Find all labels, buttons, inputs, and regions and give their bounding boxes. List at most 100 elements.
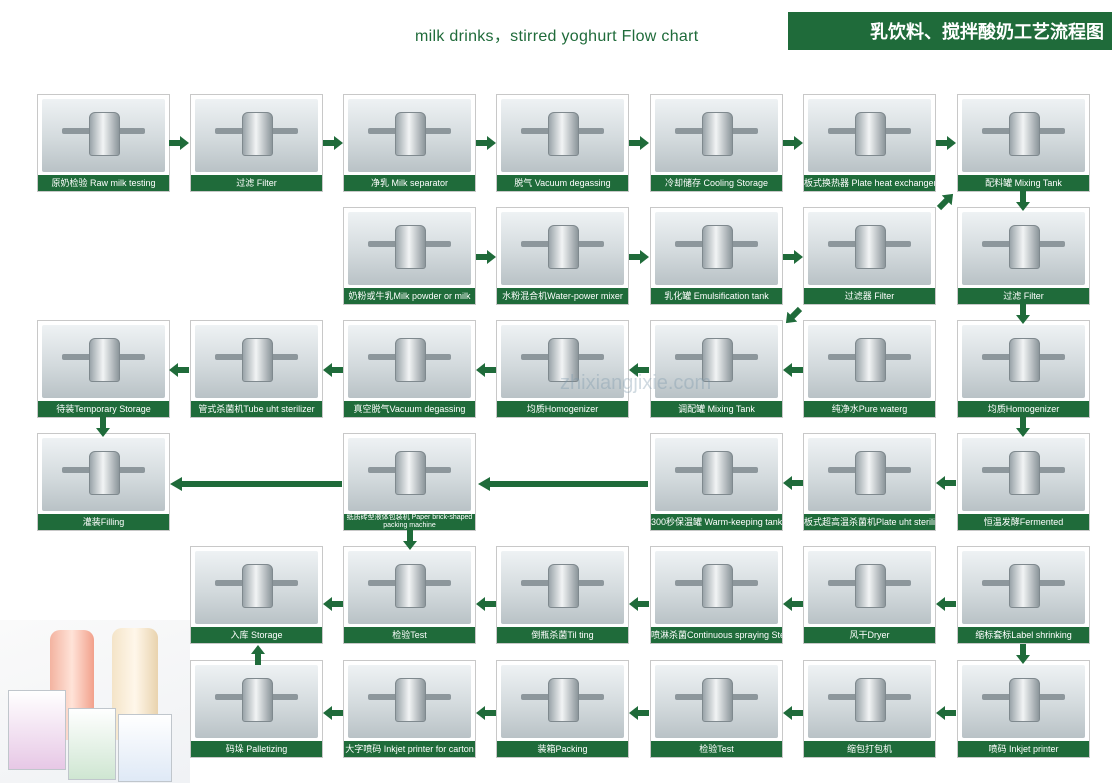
step-label: 纯净水Pure waterg <box>804 401 935 417</box>
step-label: 配料罐 Mixing Tank <box>958 175 1089 191</box>
flow-arrow-icon <box>1016 417 1030 437</box>
equipment-image <box>501 99 624 172</box>
step-label: 缩标套标Label shrinking <box>958 627 1089 643</box>
step-box-emulsification-tank: 乳化罐 Emulsification tank <box>650 207 783 305</box>
equipment-image <box>501 551 624 624</box>
equipment-image <box>195 665 318 738</box>
flow-arrow-icon <box>629 363 649 377</box>
flow-arrow-icon <box>783 250 803 264</box>
step-box-label-shrinking: 缩标套标Label shrinking <box>957 546 1090 644</box>
step-box-mixing-tank: 配料罐 Mixing Tank <box>957 94 1090 192</box>
flow-arrow-icon <box>783 597 803 611</box>
flow-arrow-icon <box>323 597 343 611</box>
equipment-image <box>808 99 931 172</box>
step-label: 恒温发酵Fermented <box>958 514 1089 530</box>
step-label: 净乳 Milk separator <box>344 175 475 191</box>
equipment-image <box>962 99 1085 172</box>
flow-arrow-icon <box>476 597 496 611</box>
step-box-vacuum-degassing: 真空脱气Vacuum degassing <box>343 320 476 418</box>
equipment-image <box>655 325 778 398</box>
step-label: 缩包打包机 <box>804 741 935 757</box>
flow-arrow-icon <box>476 363 496 377</box>
equipment-image <box>348 551 471 624</box>
equipment-image <box>655 212 778 285</box>
equipment-image <box>42 325 165 398</box>
equipment-image <box>195 325 318 398</box>
title-english: milk drinks，stirred yoghurt Flow chart <box>415 28 699 45</box>
equipment-image <box>962 665 1085 738</box>
equipment-image <box>808 551 931 624</box>
flow-arrow-icon <box>403 530 417 550</box>
long-flow-arrow-icon <box>170 477 342 491</box>
step-box-step-34: 缩包打包机 <box>803 660 936 758</box>
step-label: 奶粉或牛乳Milk powder or milk <box>344 288 475 304</box>
step-box-mixing-tank: 调配罐 Mixing Tank <box>650 320 783 418</box>
equipment-image <box>348 99 471 172</box>
flow-arrow-icon <box>936 476 956 490</box>
watermark: zhixiangjixie.com <box>560 372 712 394</box>
step-label: 喷码 Inkjet printer <box>958 741 1089 757</box>
flow-arrow-icon <box>783 363 803 377</box>
equipment-image <box>42 438 165 511</box>
step-label: 调配罐 Mixing Tank <box>651 401 782 417</box>
step-box-filter: 过滤 Filter <box>190 94 323 192</box>
step-label: 检验Test <box>651 741 782 757</box>
flow-arrow-icon <box>323 363 343 377</box>
step-label: 300秒保温罐 Warm-keeping tank <box>651 514 782 530</box>
step-label: 入库 Storage <box>191 627 322 643</box>
equipment-image <box>501 212 624 285</box>
step-label: 检验Test <box>344 627 475 643</box>
flow-arrow-icon <box>251 645 265 665</box>
step-label: 待装Temporary Storage <box>38 401 169 417</box>
flow-arrow-icon <box>783 476 803 490</box>
step-box-water-power-mixer: 水粉混合机Water-power mixer <box>496 207 629 305</box>
step-label: 倒瓶杀菌Til ting <box>497 627 628 643</box>
step-box-raw-milk-testing: 原奶检验 Raw milk testing <box>37 94 170 192</box>
flow-arrow-icon <box>936 706 956 720</box>
step-label: 管式杀菌机Tube uht sterilizer <box>191 401 322 417</box>
step-label: 板式换热器 Plate heat exchanger <box>804 175 935 191</box>
step-label: 板式超高温杀菌机Plate uht sterilizer <box>804 514 935 530</box>
step-box-homogenizer: 均质Homogenizer <box>957 320 1090 418</box>
equipment-image <box>962 438 1085 511</box>
step-box-cooling-storage: 冷却储存 Cooling Storage <box>650 94 783 192</box>
step-box-test: 检验Test <box>343 546 476 644</box>
step-label: 灌装Filling <box>38 514 169 530</box>
step-label: 真空脱气Vacuum degassing <box>344 401 475 417</box>
step-box-fermented: 恒温发酵Fermented <box>957 433 1090 531</box>
equipment-image <box>808 438 931 511</box>
product-photo <box>0 620 190 783</box>
equipment-image <box>808 325 931 398</box>
step-box-inkjet-printer-for-carton: 大字喷码 Inkjet printer for carton <box>343 660 476 758</box>
equipment-image <box>962 212 1085 285</box>
long-flow-arrow-icon <box>478 477 648 491</box>
flow-arrow-icon <box>323 136 343 150</box>
step-box-dryer: 风干Dryer <box>803 546 936 644</box>
step-box-vacuum-degassing: 脱气 Vacuum degassing <box>496 94 629 192</box>
step-label: 大字喷码 Inkjet printer for carton <box>344 741 475 757</box>
equipment-image <box>655 665 778 738</box>
step-box-test: 检验Test <box>650 660 783 758</box>
step-box-storage: 入库 Storage <box>190 546 323 644</box>
step-box-continuous-spraying-sterilizer: 喷淋杀菌Continuous spraying Sterilizer <box>650 546 783 644</box>
step-label: 纸质砖型液体包装机 Paper brick-shaped packing mac… <box>344 514 475 530</box>
equipment-image <box>348 438 471 511</box>
step-box-palletizing: 码垛 Palletizing <box>190 660 323 758</box>
equipment-image <box>962 551 1085 624</box>
step-box-til-ting: 倒瓶杀菌Til ting <box>496 546 629 644</box>
equipment-image <box>962 325 1085 398</box>
equipment-image <box>655 551 778 624</box>
equipment-image <box>348 325 471 398</box>
equipment-image <box>655 438 778 511</box>
equipment-image <box>195 99 318 172</box>
step-box-300-warm-keeping-tank: 300秒保温罐 Warm-keeping tank <box>650 433 783 531</box>
step-box-temporary-storage: 待装Temporary Storage <box>37 320 170 418</box>
flow-arrow-icon <box>169 363 189 377</box>
flow-arrow-icon <box>629 706 649 720</box>
step-label: 冷却储存 Cooling Storage <box>651 175 782 191</box>
flow-arrow-icon <box>96 417 110 437</box>
step-label: 过滤 Filter <box>191 175 322 191</box>
flow-arrow-icon <box>936 136 956 150</box>
step-label: 风干Dryer <box>804 627 935 643</box>
step-label: 乳化罐 Emulsification tank <box>651 288 782 304</box>
